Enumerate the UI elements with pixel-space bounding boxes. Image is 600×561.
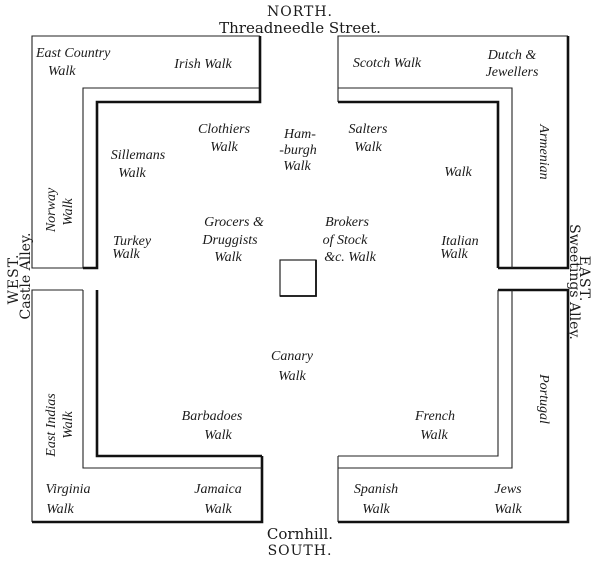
svg-text:Grocers &: Grocers & (204, 215, 264, 230)
walk-armenian: Armenian (536, 123, 551, 179)
south-label: SOUTH. (268, 543, 333, 559)
svg-text:-burgh: -burgh (279, 143, 317, 158)
svg-text:Armenian: Armenian (536, 123, 551, 179)
cornhill-label: Cornhill. (267, 525, 333, 543)
walk-east-country: East Country Walk (35, 46, 111, 79)
se-inner-wall (338, 290, 499, 457)
sw-outer-left (31, 289, 83, 522)
svg-text:Walk: Walk (48, 64, 76, 79)
walk-unnamed-northeast: Walk (444, 165, 472, 180)
ne-inner-wall (338, 100, 500, 268)
west-label: WEST. (6, 254, 22, 305)
svg-text:Jewellers: Jewellers (486, 65, 539, 80)
svg-text:Walk: Walk (494, 502, 522, 517)
walk-dutch-jewellers: Dutch & Jewellers (486, 48, 539, 80)
sw-inner-wall (95, 290, 262, 458)
svg-text:Walk: Walk (46, 502, 74, 517)
svg-text:French: French (414, 409, 455, 424)
walk-jamaica: Jamaica Walk (194, 482, 241, 517)
walk-grocers-druggists: Grocers & Druggists Walk (201, 215, 264, 265)
svg-text:Clothiers: Clothiers (198, 122, 251, 137)
east-label: EAST. (576, 256, 592, 303)
svg-text:Norway: Norway (44, 187, 59, 233)
svg-text:East Country: East Country (35, 46, 111, 61)
svg-text:Jews: Jews (494, 482, 522, 497)
walk-italian: Italian Walk (440, 234, 478, 262)
svg-text:Walk: Walk (444, 165, 472, 180)
svg-text:Walk: Walk (112, 247, 140, 262)
svg-text:Spanish: Spanish (354, 482, 398, 497)
svg-text:Turkey: Turkey (113, 234, 152, 249)
walk-irish: Irish Walk (173, 57, 232, 72)
svg-text:Walk: Walk (204, 428, 232, 443)
svg-text:Walk: Walk (420, 428, 448, 443)
svg-text:Sillemans: Sillemans (111, 148, 166, 163)
nw-inner-wall (83, 36, 262, 270)
walk-turkey: Turkey Walk (112, 234, 152, 262)
arcade-southwest (31, 289, 264, 524)
se-inner-line (338, 290, 513, 469)
walk-brokers-of-stock: Brokers of Stock &c. Walk (323, 215, 377, 265)
threadneedle-street-label: Threadneedle Street. (219, 19, 381, 37)
se-outer-wall (338, 288, 570, 524)
walk-salters: Salters Walk (349, 122, 388, 155)
svg-text:Canary: Canary (271, 349, 314, 364)
walk-jews: Jews Walk (494, 482, 522, 517)
walk-hamburgh: Ham- -burgh Walk (279, 127, 317, 174)
walk-scotch: Scotch Walk (353, 56, 422, 71)
walk-clothiers: Clothiers Walk (198, 122, 251, 155)
walk-canary: Canary Walk (271, 349, 314, 384)
svg-text:Scotch Walk: Scotch Walk (353, 56, 422, 71)
ne-outer-wall (498, 36, 570, 270)
castle-alley-label: Castle Alley. (18, 233, 34, 320)
svg-text:Italian: Italian (440, 234, 478, 249)
north-label: NORTH. (267, 4, 333, 20)
svg-text:Dutch &: Dutch & (487, 48, 537, 63)
svg-text:Walk: Walk (118, 166, 146, 181)
ne-inner-line (338, 87, 513, 268)
walk-spanish: Spanish Walk (354, 482, 398, 517)
svg-text:Ham-: Ham- (283, 127, 316, 142)
sw-inner-line (82, 290, 262, 469)
sweetings-alley-label: Sweetings Alley. (566, 224, 582, 340)
svg-text:Walk: Walk (354, 140, 382, 155)
nw-inner-line (82, 87, 260, 268)
center-statue-square (279, 259, 317, 297)
svg-text:Portugal: Portugal (536, 373, 551, 424)
svg-text:Walk: Walk (204, 502, 232, 517)
walk-east-indias: East Indias Walk (44, 393, 76, 458)
svg-text:Walk: Walk (210, 140, 238, 155)
walk-sillemans: Sillemans Walk (111, 148, 166, 181)
svg-text:Brokers: Brokers (325, 215, 369, 230)
svg-text:&c. Walk: &c. Walk (324, 250, 376, 265)
ne-outer-top (337, 35, 568, 102)
svg-text:Walk: Walk (283, 159, 311, 174)
walk-portugal: Portugal (536, 373, 551, 424)
sw-outer-bottom (32, 456, 264, 524)
svg-text:Virginia: Virginia (45, 482, 90, 497)
svg-text:Walk: Walk (214, 250, 242, 265)
svg-text:Jamaica: Jamaica (194, 482, 241, 497)
svg-text:Irish Walk: Irish Walk (173, 57, 232, 72)
svg-text:Salters: Salters (349, 122, 388, 137)
svg-text:of Stock: of Stock (323, 233, 368, 248)
svg-text:Druggists: Druggists (201, 233, 258, 248)
svg-text:East Indias: East Indias (44, 393, 59, 458)
svg-text:Walk: Walk (362, 502, 390, 517)
arcade-northeast (337, 35, 570, 270)
arcade-northwest (31, 35, 262, 270)
nw-outer-wall (31, 35, 260, 269)
walk-virginia: Virginia Walk (45, 482, 90, 517)
svg-text:Barbadoes: Barbadoes (182, 409, 243, 424)
svg-text:Walk: Walk (278, 369, 306, 384)
svg-text:Walk: Walk (61, 410, 76, 438)
svg-text:Walk: Walk (440, 247, 468, 262)
svg-text:Walk: Walk (61, 197, 76, 225)
walk-norway: Norway Walk (44, 187, 76, 233)
walk-french: French Walk (414, 409, 455, 443)
walk-barbadoes: Barbadoes Walk (182, 409, 243, 443)
arcade-southeast (337, 288, 570, 524)
